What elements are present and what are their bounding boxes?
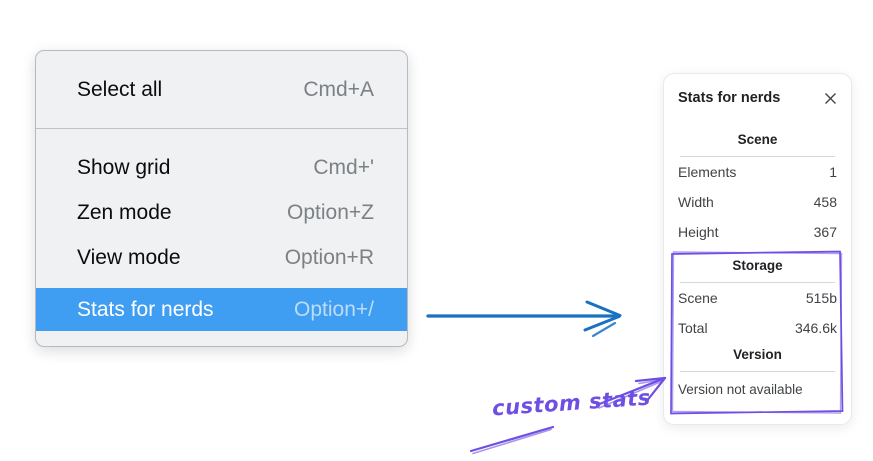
stat-row-height: Height 367: [678, 217, 837, 247]
menu-item-view-mode[interactable]: View mode Option+R: [36, 235, 407, 280]
menu-item-shortcut: Cmd+A: [303, 77, 374, 101]
section-header-version: Version: [733, 347, 782, 362]
menu-item-label: Show grid: [77, 155, 171, 179]
blue-arrow: [426, 300, 622, 338]
stat-row-scene-storage: Scene 515b: [678, 283, 837, 313]
menu-item-label: Stats for nerds: [77, 297, 214, 321]
menu-item-label: View mode: [77, 245, 181, 269]
version-note: Version not available: [678, 381, 803, 397]
menu-item-label: Zen mode: [77, 200, 172, 224]
stats-panel-title: Stats for nerds: [678, 90, 781, 106]
close-icon-glyph: [824, 92, 836, 104]
section-header-scene: Scene: [737, 132, 778, 147]
stat-row-width: Width 458: [678, 187, 837, 217]
stat-value: 515b: [805, 290, 837, 306]
stat-label: Total: [678, 320, 708, 336]
menu-item-label: Select all: [77, 77, 163, 101]
menu-item-stats-for-nerds[interactable]: Stats for nerds Option+/: [36, 288, 407, 331]
custom-stats-label: custom stats: [491, 385, 652, 421]
stat-row-elements: Elements 1: [678, 157, 837, 187]
close-icon[interactable]: [823, 91, 837, 105]
stat-value: 346.6k: [794, 320, 837, 336]
menu-item-show-grid[interactable]: Show grid Cmd+': [36, 145, 407, 190]
stat-label: Height: [678, 224, 719, 240]
menu-divider: [36, 128, 407, 129]
stat-label: Scene: [678, 290, 718, 306]
menu-item-shortcut: Option+R: [284, 245, 374, 269]
stat-value: 458: [813, 194, 837, 210]
section-header-storage: Storage: [732, 258, 783, 273]
menu-section-bottom: Show grid Cmd+' Zen mode Option+Z View m…: [36, 129, 407, 346]
stat-value: 1: [829, 164, 837, 180]
menu-item-shortcut: Option+/: [294, 297, 374, 321]
context-menu: Select all Cmd+A Show grid Cmd+' Zen mod…: [35, 50, 408, 347]
menu-item-shortcut: Cmd+': [313, 155, 374, 179]
stats-panel: Stats for nerds Scene Elements 1 Width 4…: [663, 73, 852, 425]
menu-item-zen-mode[interactable]: Zen mode Option+Z: [36, 190, 407, 235]
stats-panel-header: Stats for nerds: [678, 88, 837, 108]
menu-section-top: Select all Cmd+A: [36, 51, 407, 128]
section-divider: [680, 156, 835, 157]
stat-value: 367: [813, 224, 837, 240]
stat-label: Width: [678, 194, 714, 210]
menu-item-select-all[interactable]: Select all Cmd+A: [36, 67, 407, 112]
stat-row-total-storage: Total 346.6k: [678, 313, 837, 343]
menu-item-shortcut: Option+Z: [287, 200, 374, 224]
stat-label: Elements: [678, 164, 737, 180]
